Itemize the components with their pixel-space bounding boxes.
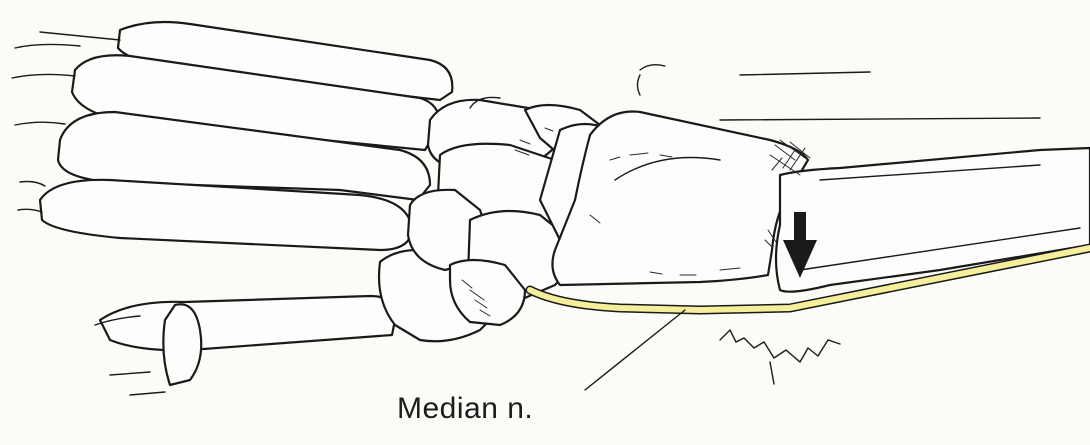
median-nerve-label: Median n. — [397, 392, 533, 426]
thumb-distal — [163, 304, 201, 385]
label-leader-line — [585, 310, 685, 390]
soft-tissue-outline — [720, 330, 840, 362]
radius-fragment — [552, 111, 808, 285]
thumb-proximal — [100, 296, 396, 350]
radius-shaft — [776, 148, 1090, 292]
